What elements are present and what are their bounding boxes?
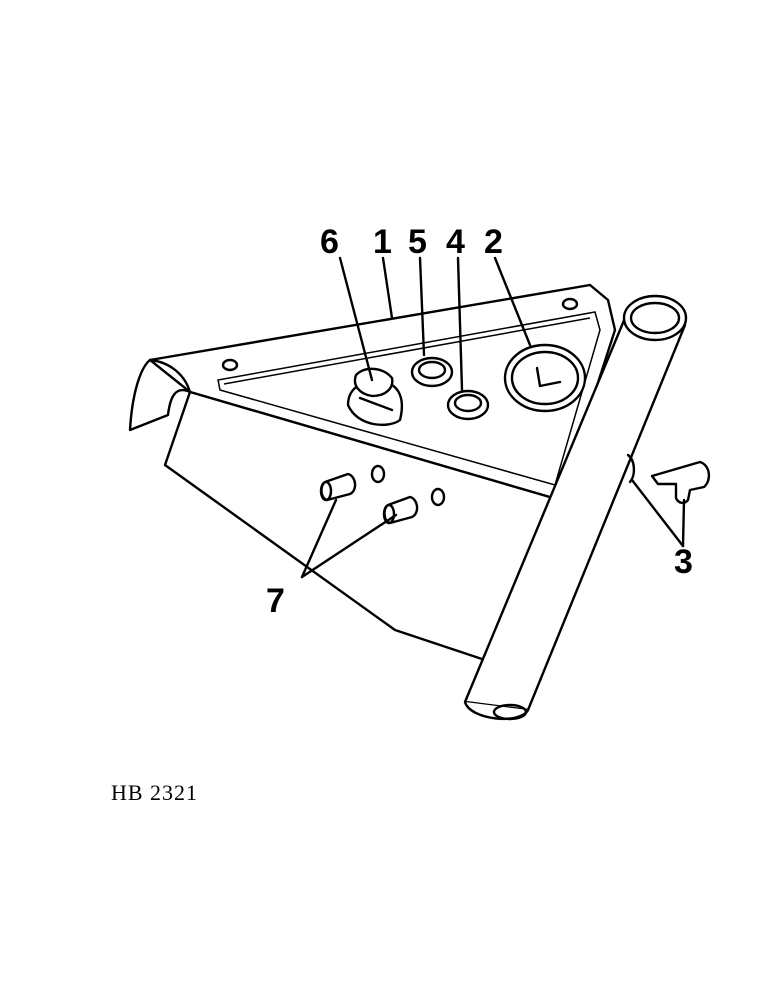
mounting-pegs <box>319 464 446 525</box>
gauge <box>503 343 587 413</box>
switch-knob <box>346 367 404 426</box>
support-tube <box>463 294 688 721</box>
reference-code: HB 2321 <box>111 780 198 805</box>
callout-5: 5 <box>408 223 427 261</box>
indicator-lamp-5 <box>410 356 454 388</box>
leader-lines <box>300 256 686 579</box>
callout-6: 6 <box>320 223 339 261</box>
indicator-lamp-4 <box>446 389 490 421</box>
bracket <box>650 460 711 505</box>
callout-4: 4 <box>446 223 465 261</box>
callout-1: 1 <box>373 223 392 261</box>
callout-2: 2 <box>484 223 503 261</box>
callout-7: 7 <box>266 582 285 620</box>
callout-3: 3 <box>674 543 693 581</box>
